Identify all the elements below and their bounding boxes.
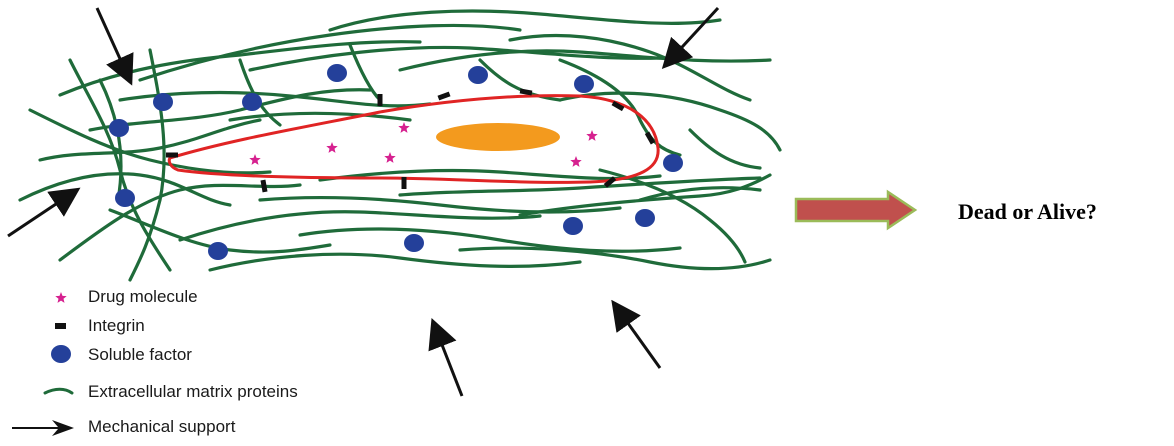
legend-item-soluble-factor: Soluble factor [51,345,192,364]
legend-label-integrin: Integrin [88,316,145,335]
outcome-arrow [796,192,915,228]
ecm-fiber [230,113,410,120]
drug-molecule [326,142,337,153]
soluble-factor [574,75,594,93]
ecm-fiber-icon [45,389,72,393]
soluble-factor [563,217,583,235]
integrin [438,92,451,101]
ecm-fiber [560,93,780,150]
cell-nucleus [436,123,560,151]
ecm-fiber [60,185,300,260]
integrin [520,88,533,95]
drug-molecule [249,154,260,165]
mechanical-support-arrow [8,196,68,236]
ecm-fiber [210,254,580,270]
soluble-factor [109,119,129,137]
integrin [166,153,178,158]
legend-label-soluble-factor: Soluble factor [88,345,192,364]
legend-item-ecm-protein: Extracellular matrix proteins [45,382,298,401]
integrin-bar-icon [55,323,66,329]
integrin [260,180,267,193]
drug-molecule [570,156,581,167]
star-icon [55,292,66,303]
mechanical-support-arrow [97,8,126,72]
legend-item-mechanical-support: Mechanical support [12,417,236,436]
ecm-fiber-network [20,11,780,280]
right-arrow-icon [796,192,915,228]
integrin [378,94,383,106]
ecm-fiber [130,50,164,280]
soluble-factor [635,209,655,227]
ecm-fiber [90,90,370,130]
ecm-fiber [40,120,260,160]
ecm-fiber [690,130,760,168]
ecm-fiber [480,60,560,100]
mechanical-support-arrow [672,8,718,58]
legend-label-ecm-protein: Extracellular matrix proteins [88,382,298,401]
legend-label-mechanical-support: Mechanical support [88,417,236,436]
legend-item-integrin: Integrin [55,316,145,335]
soluble-factor [468,66,488,84]
drug-molecule [398,122,409,133]
soluble-factor [242,93,262,111]
legend-item-drug-molecule: Drug molecule [55,287,197,306]
mechanical-support-arrow [620,312,660,368]
soluble-factor [153,93,173,111]
legend-label-drug-molecule: Drug molecule [88,287,198,306]
mechanical-support-arrow [437,332,462,396]
soluble-factor [404,234,424,252]
ecm-fiber [60,42,420,95]
soluble-factor [115,189,135,207]
soluble-factor [208,242,228,260]
arrow-icon [12,420,74,436]
ecm-fiber [510,36,750,100]
integrin [402,177,407,189]
ecm-fiber [400,51,770,70]
legend: Drug molecule Integrin Soluble factor Ex… [12,287,298,436]
ecm-fiber [180,212,540,240]
outcome-question: Dead or Alive? [958,199,1097,224]
ecm-fiber [350,45,380,100]
drug-molecule [384,152,395,163]
drug-molecule [586,130,597,141]
soluble-factor-icon [51,345,71,363]
soluble-factor [663,154,683,172]
soluble-factor [327,64,347,82]
